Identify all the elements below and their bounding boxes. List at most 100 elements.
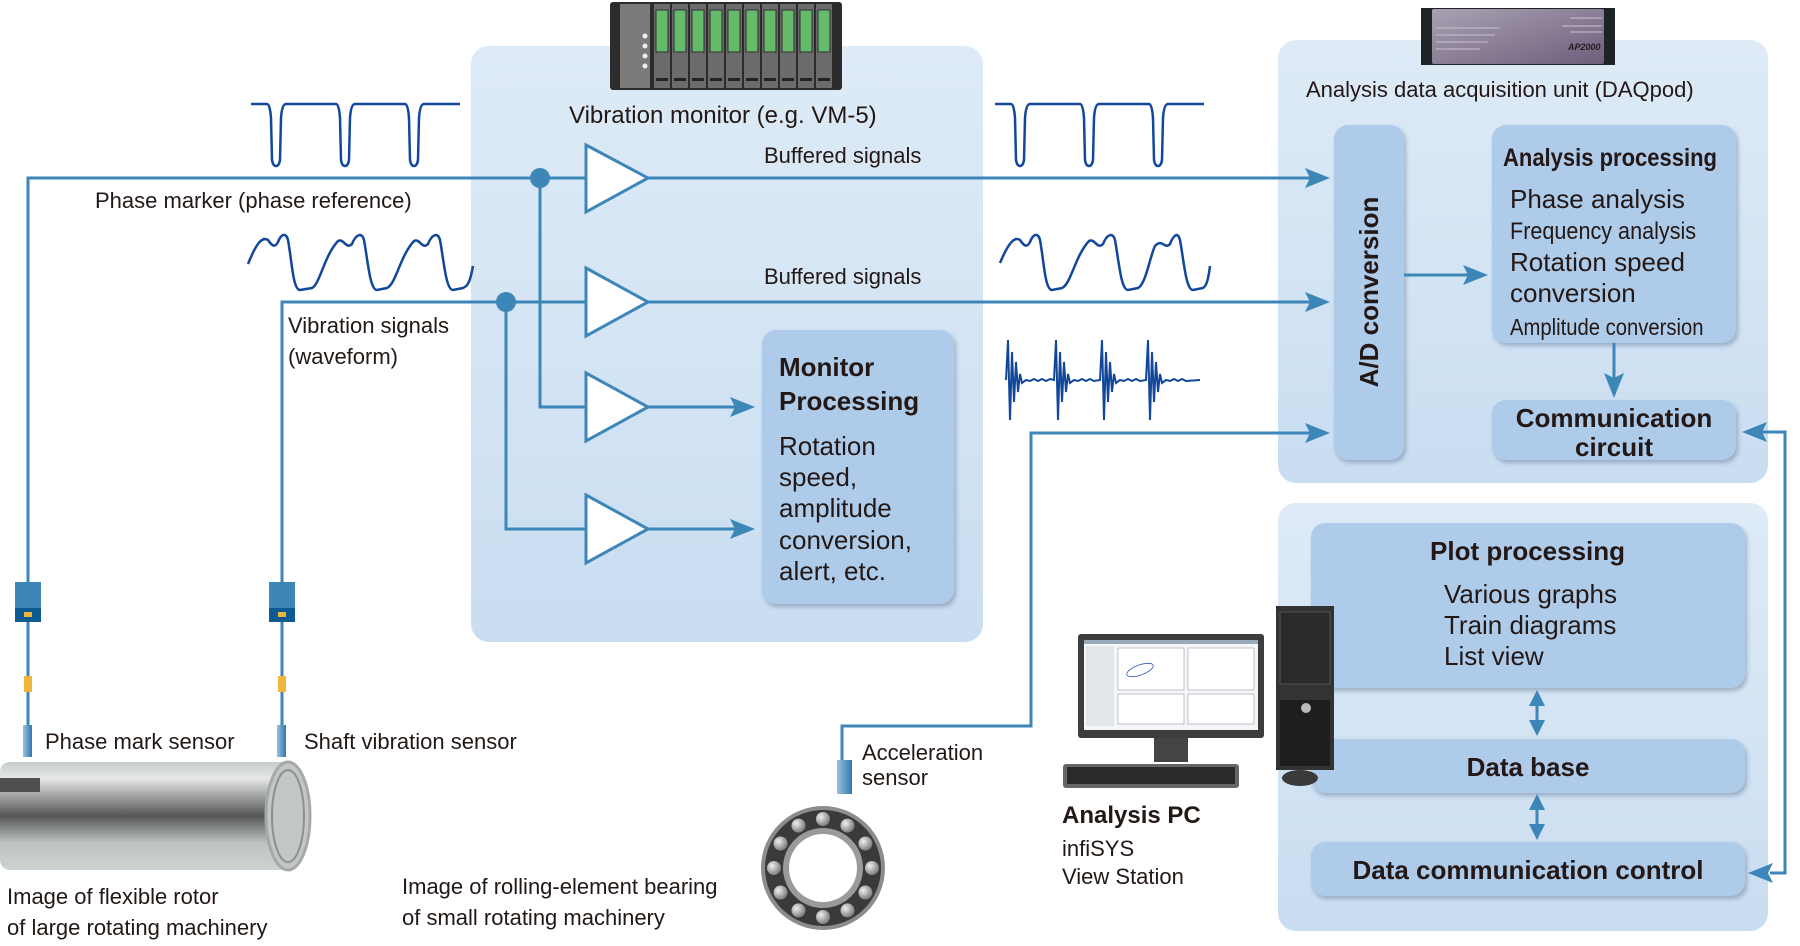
monitor-card-slot xyxy=(690,4,706,88)
bearing-ball xyxy=(865,861,879,875)
plot-item: List view xyxy=(1444,641,1544,671)
vibration-monitor-title: Vibration monitor (e.g. VM-5) xyxy=(569,102,877,129)
analysis-processing-box xyxy=(1492,125,1736,343)
arrow-head xyxy=(1529,720,1545,736)
monitor-card-slot xyxy=(726,4,742,88)
analysis-pc-icon xyxy=(1063,606,1334,788)
arrow-head xyxy=(1742,422,1767,442)
arrow-head xyxy=(1305,168,1330,188)
plot-item: Various graphs xyxy=(1444,579,1617,609)
arrow-head xyxy=(730,519,755,539)
vibration-branch-line xyxy=(504,302,588,531)
vibration-signals-label-1: Vibration signals xyxy=(288,313,450,338)
shaft-vibration-sensor-label: Shaft vibration sensor xyxy=(304,729,517,754)
buffered-signals-top-label: Buffered signals xyxy=(764,143,922,168)
bearing-ball xyxy=(791,818,806,833)
analysis-processing-title: Analysis processing xyxy=(1503,144,1717,172)
monitor-card-slot xyxy=(762,4,778,88)
phase-mark-sensor-label: Phase mark sensor xyxy=(45,729,235,754)
arrow-head xyxy=(1529,690,1545,706)
vibration-signal-line xyxy=(280,300,588,606)
analysis-item: Amplitude conversion xyxy=(1510,314,1704,340)
amplifier-icon xyxy=(584,370,652,444)
monitor-processing-title-1: Monitor xyxy=(779,352,875,382)
phase-branch-line xyxy=(538,178,588,409)
monitor-card-slot xyxy=(816,4,832,88)
return-loop-line xyxy=(1760,430,1787,875)
analysis-pc-title: Analysis PC xyxy=(1062,802,1201,829)
junction-dot xyxy=(530,168,550,188)
bearing-ball xyxy=(858,836,873,851)
bearing-caption-1: Image of rolling-element bearing xyxy=(402,874,718,899)
bearing-ball xyxy=(773,885,788,900)
monitor-processing-item: amplitude xyxy=(779,493,892,523)
monitor-card-slot xyxy=(672,4,688,88)
monitor-card-slot xyxy=(798,4,814,88)
ad-conversion-label: A/D conversion xyxy=(1354,196,1385,388)
bearing-ball xyxy=(840,903,855,918)
buffered-signals-mid-label: Buffered signals xyxy=(764,264,922,289)
communication-circuit-box xyxy=(1492,400,1736,460)
monitor-processing-box xyxy=(762,330,954,604)
phase-pulse-waveform-right xyxy=(995,102,1204,168)
monitor-card-slot xyxy=(780,4,796,88)
monitor-card-slot xyxy=(708,4,724,88)
analysis-item: Phase analysis xyxy=(1510,184,1685,214)
phase-sensor-connector-icon xyxy=(15,582,41,757)
rotor-icon xyxy=(0,760,312,872)
phase-pulse-waveform-left xyxy=(251,102,460,168)
daq-title: Analysis data acquisition unit (DAQpod) xyxy=(1306,77,1694,102)
bearing-ball xyxy=(816,812,830,826)
data-base-label: Data base xyxy=(1466,752,1590,782)
bearing-ball xyxy=(773,836,788,851)
amplifier-icon xyxy=(584,492,652,566)
data-base-box xyxy=(1311,739,1745,793)
arrow-head xyxy=(1305,292,1330,312)
bearing-ball xyxy=(791,903,806,918)
monitor-processing-item: speed, xyxy=(779,462,858,492)
vibration-waveform-right xyxy=(998,233,1212,292)
daq-device-label: AP2000 xyxy=(1567,42,1601,52)
vibration-waveform-left xyxy=(246,233,475,292)
monitor-card-slot xyxy=(654,4,670,88)
acceleration-sensor-icon xyxy=(837,760,852,794)
analysis-item: conversion xyxy=(1510,278,1636,308)
bearing-ball xyxy=(767,861,781,875)
arrow-head xyxy=(1748,863,1773,883)
ad-conversion-box xyxy=(1334,125,1404,460)
phase-marker-line xyxy=(26,176,588,606)
plot-processing-title: Plot processing xyxy=(1430,536,1626,566)
arrow-head xyxy=(1604,373,1624,398)
bearing-ball xyxy=(816,910,830,924)
monitor-processing-title-2: Processing xyxy=(779,386,920,416)
rack-monitor-icon xyxy=(610,2,842,90)
monitor-card-slot xyxy=(744,4,760,88)
monitor-processing-item: alert, etc. xyxy=(779,556,886,586)
analysis-pc-line2: View Station xyxy=(1062,864,1184,889)
analysis-pc-line1: infiSYS xyxy=(1062,836,1135,861)
shaft-sensor-connector-icon xyxy=(269,582,295,757)
amplifier-icon xyxy=(584,142,652,215)
arrow-head xyxy=(1529,824,1545,840)
arrow-head xyxy=(1305,423,1330,443)
rotor-caption-1: Image of flexible rotor xyxy=(7,884,219,909)
vibration-signals-label-2: (waveform) xyxy=(288,344,399,369)
amplifier-icon xyxy=(584,265,652,339)
plot-item: Train diagrams xyxy=(1444,610,1617,640)
junction-dot xyxy=(496,292,516,312)
daq-unit-icon: AP2000 xyxy=(1421,8,1615,65)
acceleration-sensor-label-1: Acceleration xyxy=(862,740,984,765)
plot-processing-box xyxy=(1311,523,1745,688)
monitor-processing-item: Rotation xyxy=(779,431,876,461)
arrow-head xyxy=(730,397,755,417)
arrow-head xyxy=(1529,794,1545,810)
rotor-caption-2: of large rotating machinery xyxy=(7,915,268,940)
bearing-ball xyxy=(840,818,855,833)
data-comm-control-box xyxy=(1311,842,1745,896)
acceleration-sensor-label-2: sensor xyxy=(862,765,929,790)
monitor-processing-item: conversion, xyxy=(779,525,912,555)
acceleration-waveform xyxy=(1005,339,1201,421)
bearing-caption-2: of small rotating machinery xyxy=(402,905,665,930)
